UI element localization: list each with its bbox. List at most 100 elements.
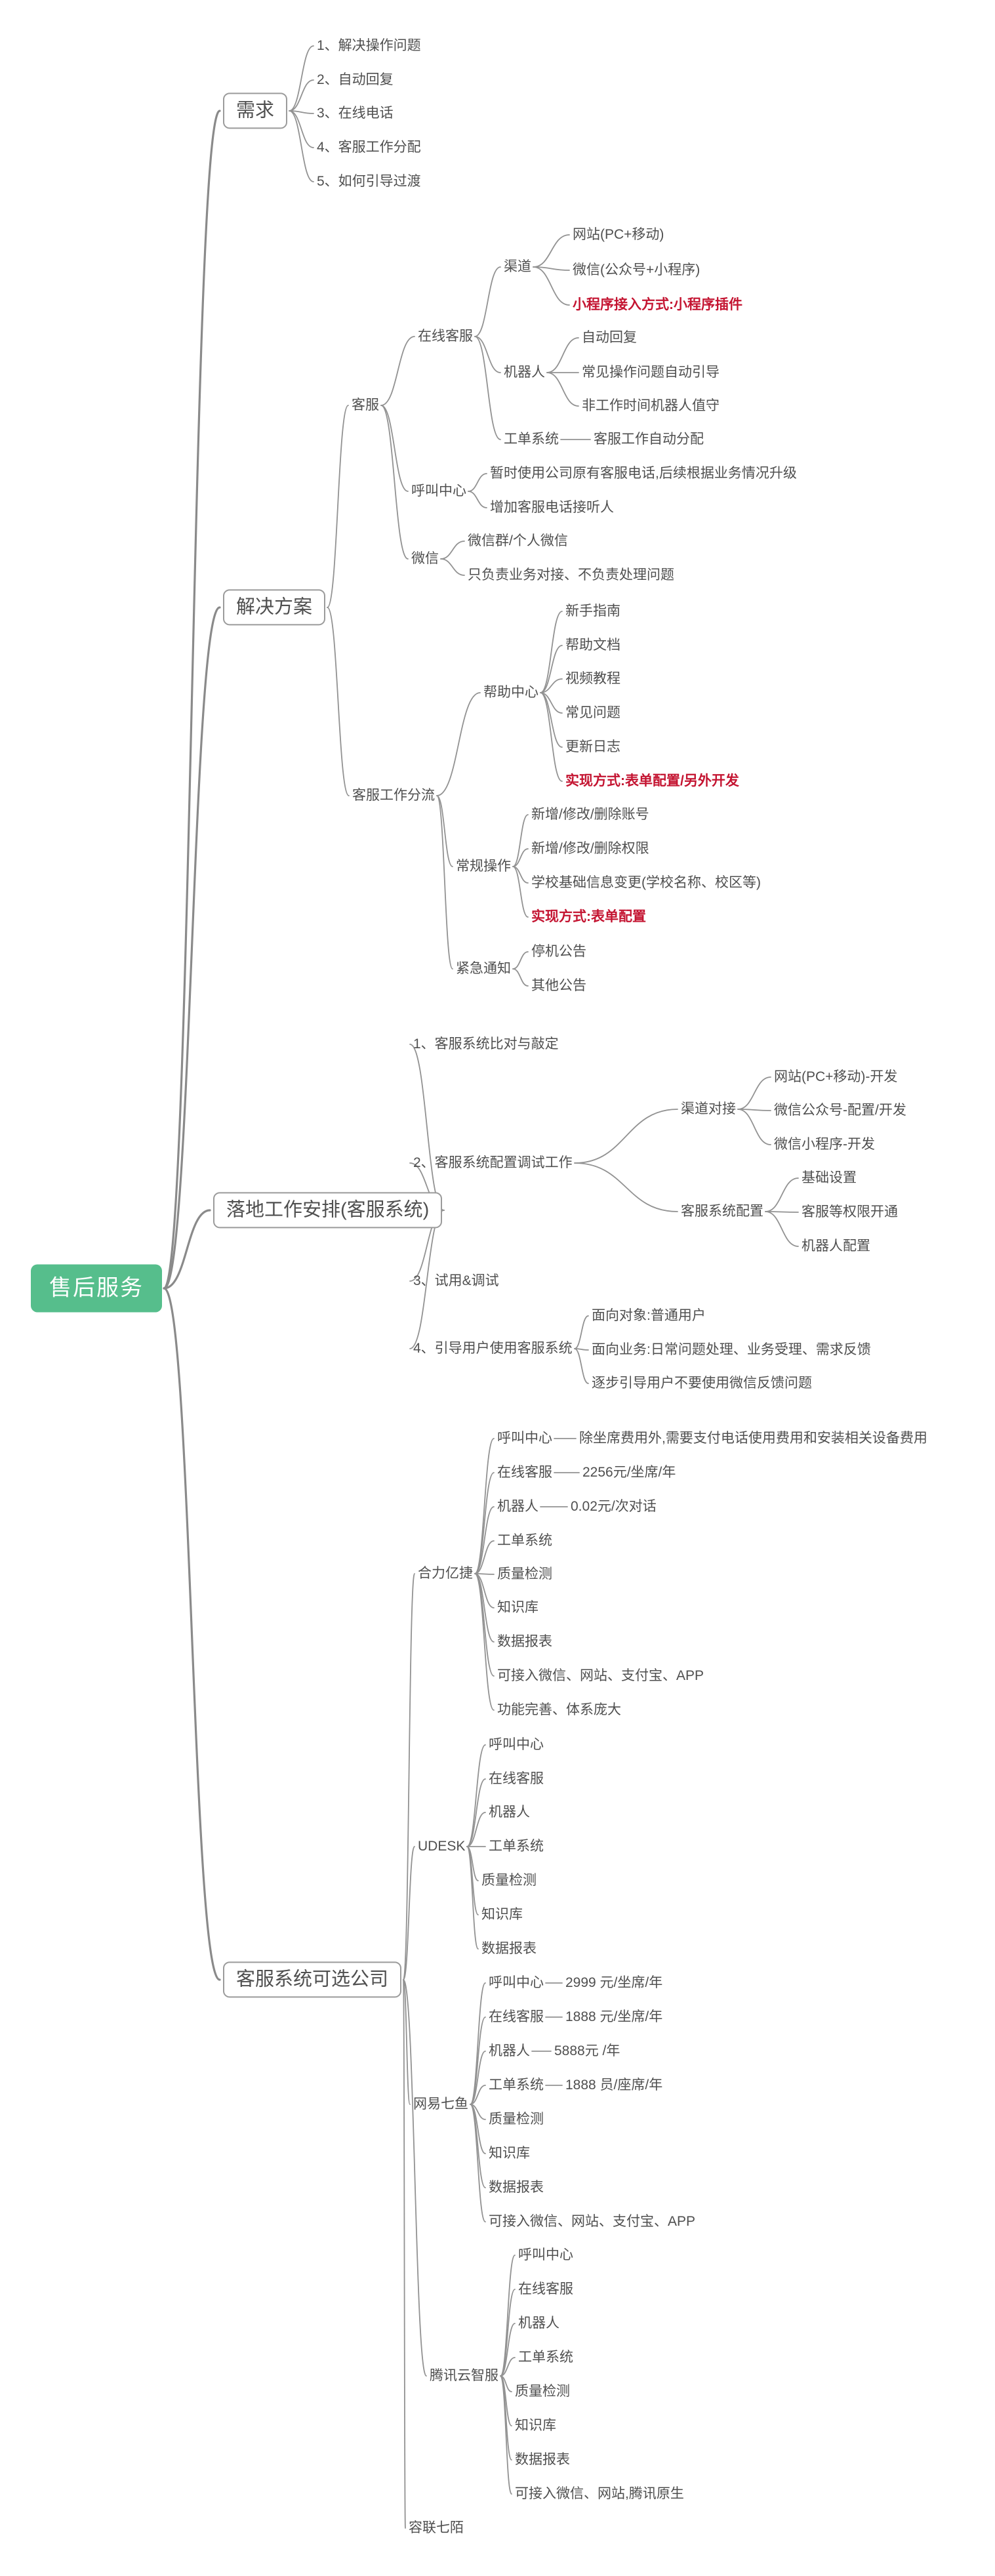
mindmap-topic-node[interactable]: 机器人: [504, 364, 545, 380]
mindmap-topic-node[interactable]: 帮助中心: [483, 684, 538, 700]
mindmap-topic-node[interactable]: 可接入微信、网站、支付宝、APP: [489, 2213, 696, 2229]
mindmap-topic-node[interactable]: 停机公告: [531, 943, 586, 959]
mindmap-topic-node[interactable]: 知识库: [489, 2145, 530, 2161]
mindmap-topic-node[interactable]: 微信群/个人微信: [468, 533, 568, 548]
mindmap-topic-node[interactable]: 机器人: [518, 2315, 559, 2331]
mindmap-topic-node[interactable]: 机器人: [489, 1804, 530, 1820]
mindmap-topic-node[interactable]: 呼叫中心: [489, 1974, 544, 1990]
mindmap-topic-node[interactable]: 2256元/坐席/年: [582, 1464, 676, 1480]
mindmap-topic-node[interactable]: 在线客服: [489, 1770, 544, 1786]
mindmap-topic-node[interactable]: 增加客服电话接听人: [490, 499, 614, 515]
mindmap-topic-node[interactable]: 网站(PC+移动)-开发: [774, 1069, 898, 1084]
mindmap-topic-node[interactable]: UDESK: [418, 1838, 466, 1854]
mindmap-topic-node[interactable]: 常见操作问题自动引导: [582, 364, 720, 380]
mindmap-topic-node[interactable]: 数据报表: [497, 1633, 552, 1649]
mindmap-topic-node[interactable]: 呼叫中心: [489, 1736, 544, 1752]
mindmap-topic-node[interactable]: 可接入微信、网站,腾讯原生: [515, 2485, 684, 2501]
mindmap-topic-node[interactable]: 逐步引导用户不要使用微信反馈问题: [592, 1375, 812, 1391]
mindmap-topic-node[interactable]: 暂时使用公司原有客服电话,后续根据业务情况升级: [490, 465, 797, 481]
mindmap-topic-node[interactable]: 质量检测: [481, 1872, 537, 1888]
mindmap-branch-node[interactable]: 需求: [223, 92, 288, 129]
mindmap-topic-node[interactable]: 工单系统: [489, 1838, 544, 1854]
mindmap-topic-node[interactable]: 数据报表: [489, 2179, 544, 2195]
mindmap-topic-node[interactable]: 微信(公众号+小程序): [573, 262, 701, 277]
mindmap-topic-node[interactable]: 只负责业务对接、不负责处理问题: [468, 567, 674, 583]
mindmap-topic-node[interactable]: 2、自动回复: [317, 72, 394, 87]
mindmap-topic-node[interactable]: 4、客服工作分配: [317, 139, 421, 155]
mindmap-topic-node[interactable]: 微信公众号-配置/开发: [774, 1102, 906, 1118]
mindmap-topic-node[interactable]: 机器人配置: [802, 1238, 870, 1254]
mindmap-topic-node[interactable]: 数据报表: [515, 2451, 570, 2467]
mindmap-topic-node[interactable]: 在线客服: [497, 1464, 552, 1480]
mindmap-topic-node[interactable]: 知识库: [515, 2417, 556, 2433]
mindmap-topic-node[interactable]: 工单系统: [489, 2077, 544, 2093]
mindmap-topic-node[interactable]: 面向业务:日常问题处理、业务受理、需求反馈: [592, 1341, 871, 1357]
mindmap-topic-node[interactable]: 工单系统: [504, 431, 559, 447]
mindmap-topic-node[interactable]: 微信小程序-开发: [774, 1136, 875, 1152]
mindmap-topic-node[interactable]: 1、客服系统比对与敲定: [413, 1036, 559, 1052]
mindmap-topic-node[interactable]: 呼叫中心: [411, 483, 466, 499]
mindmap-branch-node[interactable]: 解决方案: [223, 589, 326, 626]
mindmap-topic-node[interactable]: 工单系统: [518, 2349, 573, 2365]
mindmap-topic-node[interactable]: 质量检测: [497, 1566, 552, 1582]
mindmap-topic-node[interactable]: 网站(PC+移动): [573, 226, 664, 242]
mindmap-topic-node[interactable]: 合力亿捷: [418, 1565, 473, 1581]
mindmap-topic-node[interactable]: 紧急通知: [456, 960, 511, 976]
mindmap-topic-node[interactable]: 其他公告: [531, 977, 586, 993]
mindmap-topic-node[interactable]: 基础设置: [802, 1170, 857, 1185]
mindmap-topic-node[interactable]: 工单系统: [497, 1532, 552, 1548]
mindmap-topic-node[interactable]: 非工作时间机器人值守: [582, 398, 720, 413]
mindmap-topic-node[interactable]: 在线客服: [418, 328, 473, 344]
mindmap-topic-node[interactable]: 常规操作: [456, 858, 511, 874]
mindmap-topic-node[interactable]: 数据报表: [481, 1940, 537, 1956]
mindmap-note-node[interactable]: 小程序接入方式:小程序插件: [573, 296, 742, 312]
mindmap-note-node[interactable]: 实现方式:表单配置/另外开发: [565, 773, 739, 788]
mindmap-topic-node[interactable]: 1888 员/座席/年: [565, 2077, 663, 2093]
mindmap-topic-node[interactable]: 微信: [411, 550, 439, 566]
mindmap-topic-node[interactable]: 更新日志: [565, 739, 620, 754]
mindmap-topic-node[interactable]: 在线客服: [489, 2009, 544, 2024]
mindmap-topic-node[interactable]: 质量检测: [515, 2383, 570, 2399]
mindmap-branch-node[interactable]: 落地工作安排(客服系统): [213, 1192, 443, 1229]
mindmap-topic-node[interactable]: 常见问题: [565, 705, 620, 720]
mindmap-topic-node[interactable]: 渠道: [504, 258, 531, 274]
mindmap-topic-node[interactable]: 除坐席费用外,需要支付电话使用费用和安装相关设备费用: [579, 1430, 927, 1446]
mindmap-topic-node[interactable]: 1888 元/坐席/年: [565, 2009, 663, 2024]
mindmap-topic-node[interactable]: 腾讯云智服: [430, 2367, 498, 2383]
mindmap-topic-node[interactable]: 功能完善、体系庞大: [497, 1702, 621, 1717]
mindmap-topic-node[interactable]: 5888元 /年: [554, 2043, 620, 2058]
mindmap-topic-node[interactable]: 呼叫中心: [497, 1430, 552, 1446]
mindmap-topic-node[interactable]: 4、引导用户使用客服系统: [413, 1340, 573, 1356]
mindmap-topic-node[interactable]: 自动回复: [582, 329, 637, 345]
mindmap-topic-node[interactable]: 客服: [352, 397, 379, 413]
mindmap-topic-node[interactable]: 客服等权限开通: [802, 1204, 898, 1219]
mindmap-topic-node[interactable]: 渠道对接: [681, 1101, 736, 1116]
mindmap-topic-node[interactable]: 客服工作自动分配: [594, 431, 704, 447]
mindmap-branch-node[interactable]: 客服系统可选公司: [223, 1961, 402, 1998]
mindmap-topic-node[interactable]: 2、客服系统配置调试工作: [413, 1155, 573, 1170]
mindmap-topic-node[interactable]: 知识库: [497, 1599, 538, 1615]
mindmap-topic-node[interactable]: 2999 元/坐席/年: [565, 1974, 663, 1990]
mindmap-topic-node[interactable]: 5、如何引导过渡: [317, 173, 421, 189]
mindmap-topic-node[interactable]: 质量检测: [489, 2111, 544, 2127]
mindmap-topic-node[interactable]: 客服系统配置: [681, 1203, 763, 1219]
mindmap-topic-node[interactable]: 网易七鱼: [413, 2096, 468, 2112]
mindmap-topic-node[interactable]: 在线客服: [518, 2281, 573, 2297]
mindmap-topic-node[interactable]: 0.02元/次对话: [571, 1498, 657, 1514]
mindmap-topic-node[interactable]: 新增/修改/删除权限: [531, 840, 649, 856]
mindmap-topic-node[interactable]: 呼叫中心: [518, 2247, 573, 2262]
mindmap-topic-node[interactable]: 机器人: [489, 2043, 530, 2058]
mindmap-topic-node[interactable]: 视频教程: [565, 670, 620, 686]
mindmap-note-node[interactable]: 实现方式:表单配置: [531, 909, 646, 924]
mindmap-topic-node[interactable]: 3、在线电话: [317, 105, 394, 121]
mindmap-topic-node[interactable]: 新手指南: [565, 603, 620, 619]
mindmap-topic-node[interactable]: 可接入微信、网站、支付宝、APP: [497, 1667, 704, 1683]
mindmap-topic-node[interactable]: 新增/修改/删除账号: [531, 806, 649, 822]
mindmap-topic-node[interactable]: 知识库: [481, 1906, 523, 1922]
mindmap-topic-node[interactable]: 帮助文档: [565, 637, 620, 653]
mindmap-topic-node[interactable]: 1、解决操作问题: [317, 37, 421, 53]
mindmap-root-node[interactable]: 售后服务: [31, 1264, 162, 1313]
mindmap-topic-node[interactable]: 机器人: [497, 1498, 538, 1514]
mindmap-topic-node[interactable]: 容联七陌: [409, 2520, 464, 2535]
mindmap-topic-node[interactable]: 3、试用&调试: [413, 1273, 499, 1288]
